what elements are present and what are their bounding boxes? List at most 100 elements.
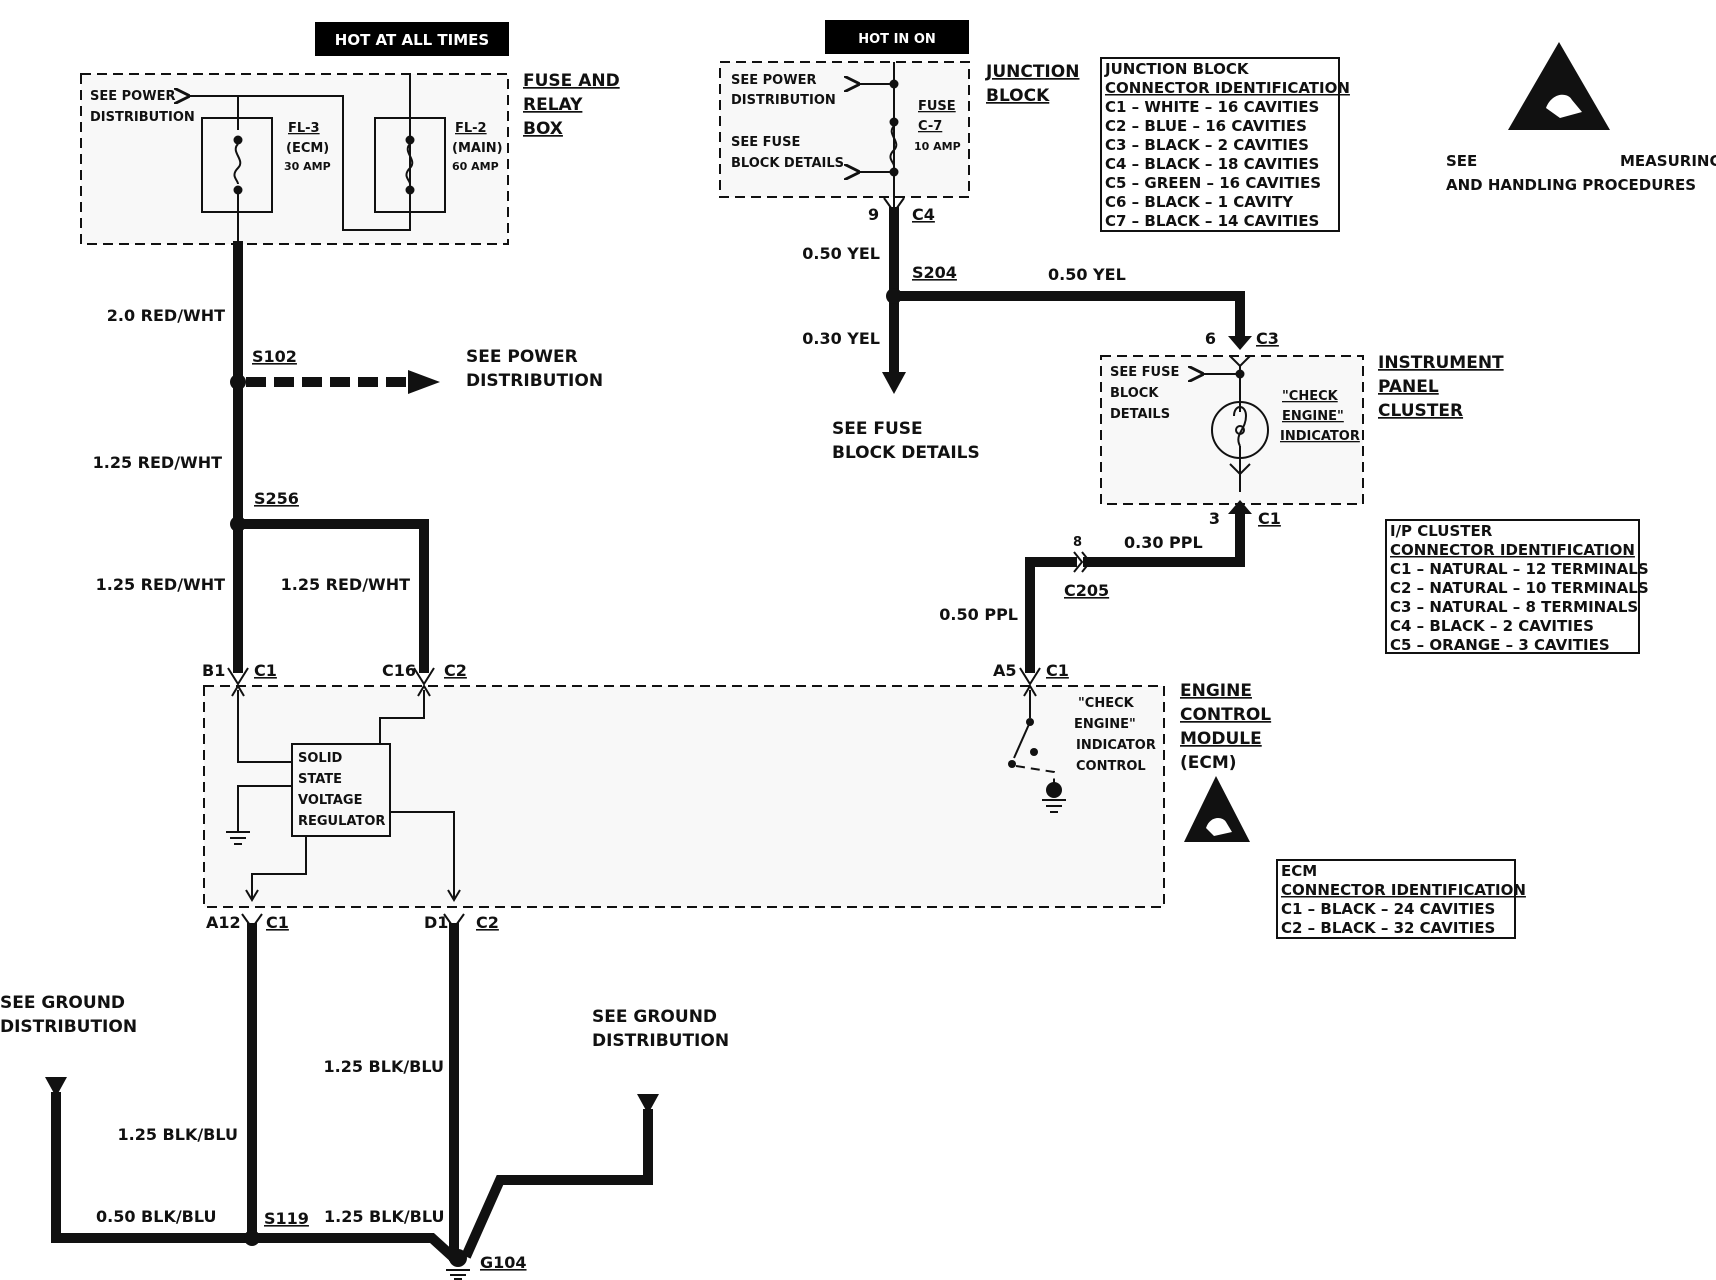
jb-table-row-7: C7 – BLACK – 14 CAVITIES xyxy=(1105,212,1319,230)
hot-at-all-times-banner: HOT AT ALL TIMES xyxy=(315,22,509,56)
ipc-table-title-1: I/P CLUSTER xyxy=(1390,522,1493,540)
ecm-ind-ctrl-2: ENGINE" xyxy=(1074,717,1136,732)
junction-block-connector-table: JUNCTION BLOCK CONNECTOR IDENTIFICATION … xyxy=(1100,57,1350,232)
jb-see-power-1: SEE POWER xyxy=(731,73,816,88)
fuse-relay-box-title-1: FUSE AND xyxy=(523,71,620,91)
regulator-1: SOLID xyxy=(298,751,343,766)
c1-ipc-connector-icon xyxy=(1228,500,1252,514)
hot-in-on-banner: HOT IN ON xyxy=(825,20,969,54)
conn-c3: C3 xyxy=(1256,329,1279,348)
esd-warning-icon xyxy=(1508,42,1610,130)
conn-c1-a12: C1 xyxy=(266,913,289,932)
pin-3: 3 xyxy=(1209,509,1220,528)
frb-see-power-2: DISTRIBUTION xyxy=(90,110,195,125)
jb-table-row-1: C1 – WHITE – 16 CAVITIES xyxy=(1105,98,1319,116)
ipc-table-title-2: CONNECTOR IDENTIFICATION xyxy=(1390,541,1635,559)
a5-connector-icon xyxy=(1019,667,1041,686)
see-fuse-block-1: SEE FUSE xyxy=(832,419,923,439)
pin-a12: A12 xyxy=(206,913,241,932)
power-feed-wires: 2.0 RED/WHT S102 SEE POWER DISTRIBUTION … xyxy=(93,241,603,686)
instrument-panel-cluster: INSTRUMENT PANEL CLUSTER SEE FUSE BLOCK … xyxy=(1100,353,1504,505)
ipc-title-1: INSTRUMENT xyxy=(1378,353,1504,373)
fuse-c7-element-icon xyxy=(889,125,898,167)
regulator-2: STATE xyxy=(298,772,342,787)
ground-mid-arrow-icon xyxy=(637,1094,659,1114)
fuse-c7-rating: 10 AMP xyxy=(914,140,961,153)
pin-b1: B1 xyxy=(202,661,225,680)
ipc-see-fuse-2: BLOCK xyxy=(1110,386,1159,401)
fuse-relay-box-title-3: BOX xyxy=(523,119,563,139)
jb-table-row-3: C3 – BLACK – 2 CAVITIES xyxy=(1105,136,1309,154)
fl2-desc: (MAIN) xyxy=(452,141,503,156)
ground-wires: A12 C1 D1 C2 1.25 BLK/BLU 1.25 BLK/BLU S… xyxy=(0,913,729,1280)
purple-wires: 3 C1 8 0.30 PPL C205 0.50 PPL A5 C1 xyxy=(939,500,1281,686)
fl3-name: FL-3 xyxy=(288,121,320,136)
hot-at-all-times-label: HOT AT ALL TIMES xyxy=(335,31,489,49)
conn-c1-a5: C1 xyxy=(1046,661,1069,680)
ipc-table-row-1: C1 – NATURAL – 12 TERMINALS xyxy=(1390,560,1649,578)
jb-see-fuse-2: BLOCK DETAILS xyxy=(731,156,844,171)
ecm-ind-ctrl-1: "CHECK xyxy=(1078,696,1135,711)
pin-9: 9 xyxy=(868,205,879,224)
wire-label-0-50-blk-blu: 0.50 BLK/BLU xyxy=(96,1207,217,1226)
esd-note-line2: AND HANDLING PROCEDURES xyxy=(1446,176,1696,194)
ground-left-arrow-icon xyxy=(45,1077,67,1097)
hot-in-on-label: HOT IN ON xyxy=(858,32,936,47)
splice-s102-label: S102 xyxy=(252,347,297,366)
yellow-wires: 9 C4 0.50 YEL S204 0.50 YEL 0.30 YEL SEE… xyxy=(802,197,1279,463)
ecm-title-1: ENGINE xyxy=(1180,681,1252,701)
ecm-ground-icon-1 xyxy=(226,831,250,845)
ipc-table-row-3: C3 – NATURAL – 8 TERMINALS xyxy=(1390,598,1638,616)
wire-label-0-50-ppl: 0.50 PPL xyxy=(939,605,1018,624)
c16-connector-icon xyxy=(413,667,435,686)
ground-g104-node xyxy=(449,1249,467,1267)
fuse-relay-box-title-2: RELAY xyxy=(523,95,583,115)
ecm-ind-ctrl-3: INDICATOR xyxy=(1076,738,1156,753)
ecm-ind-ctrl-4: CONTROL xyxy=(1076,759,1146,774)
see-ground-mid-1: SEE GROUND xyxy=(592,1007,717,1027)
fuse-relay-box: FUSE AND RELAY BOX SEE POWER DISTRIBUTIO… xyxy=(80,71,620,245)
ipc-table-row-5: C5 – ORANGE – 3 CAVITIES xyxy=(1390,636,1610,654)
ecm-connector-table: ECM CONNECTOR IDENTIFICATION C1 – BLACK … xyxy=(1276,859,1526,939)
ecm-esd-warning-icon xyxy=(1184,776,1250,842)
splice-s119-label: S119 xyxy=(264,1209,309,1228)
b1-connector-icon xyxy=(227,667,249,686)
fl2-fuse-element-icon xyxy=(405,143,414,185)
see-ground-mid-2: DISTRIBUTION xyxy=(592,1031,729,1051)
ecm-table-title-1: ECM xyxy=(1281,862,1317,880)
ecm-title-4: (ECM) xyxy=(1180,753,1237,773)
ecm-title-2: CONTROL xyxy=(1180,705,1271,725)
esd-note-right: MEASURING xyxy=(1620,152,1716,170)
wire-label-1-25-blk-blu-b: 1.25 BLK/BLU xyxy=(324,1057,445,1076)
ecm-table-title-2: CONNECTOR IDENTIFICATION xyxy=(1281,881,1526,899)
pin-a5: A5 xyxy=(993,661,1017,680)
fl3-desc: (ECM) xyxy=(286,141,329,156)
fl2-rating: 60 AMP xyxy=(452,160,499,173)
ipc-title-2: PANEL xyxy=(1378,377,1439,397)
jb-see-power-2: DISTRIBUTION xyxy=(731,93,836,108)
wire-label-2-0-red-wht: 2.0 RED/WHT xyxy=(107,306,225,325)
regulator-3: VOLTAGE xyxy=(298,793,363,808)
wire-label-0-50-yel-b: 0.50 YEL xyxy=(1048,265,1126,284)
ipc-indicator-2: ENGINE" xyxy=(1282,409,1344,424)
esd-note: SEE MEASURING AND HANDLING PROCEDURES xyxy=(1446,42,1716,194)
jb-see-fuse-1: SEE FUSE xyxy=(731,135,800,150)
splice-s204-label: S204 xyxy=(912,263,957,282)
junction-block: JUNCTION BLOCK SEE POWER DISTRIBUTION SE… xyxy=(719,61,1079,208)
pin-6: 6 xyxy=(1205,329,1216,348)
ipc-table-row-2: C2 – NATURAL – 10 TERMINALS xyxy=(1390,579,1649,597)
conn-c4: C4 xyxy=(912,205,935,224)
see-ground-left-1: SEE GROUND xyxy=(0,993,125,1013)
conn-c2-d1: C2 xyxy=(476,913,499,932)
ipc-connector-table: I/P CLUSTER CONNECTOR IDENTIFICATION C1 … xyxy=(1385,519,1649,654)
pin-8: 8 xyxy=(1073,535,1082,550)
splice-s256-label: S256 xyxy=(254,489,299,508)
engine-control-module: ENGINE CONTROL MODULE (ECM) SOLID STATE … xyxy=(203,681,1271,908)
ipc-see-fuse-3: DETAILS xyxy=(1110,407,1170,422)
see-power-dist-2: DISTRIBUTION xyxy=(466,371,603,391)
ecm-table-row-2: C2 – BLACK – 32 CAVITIES xyxy=(1281,919,1495,937)
see-power-dist-1: SEE POWER xyxy=(466,347,578,367)
ecm-title-3: MODULE xyxy=(1180,729,1262,749)
wire-label-0-50-yel-a: 0.50 YEL xyxy=(802,244,880,263)
